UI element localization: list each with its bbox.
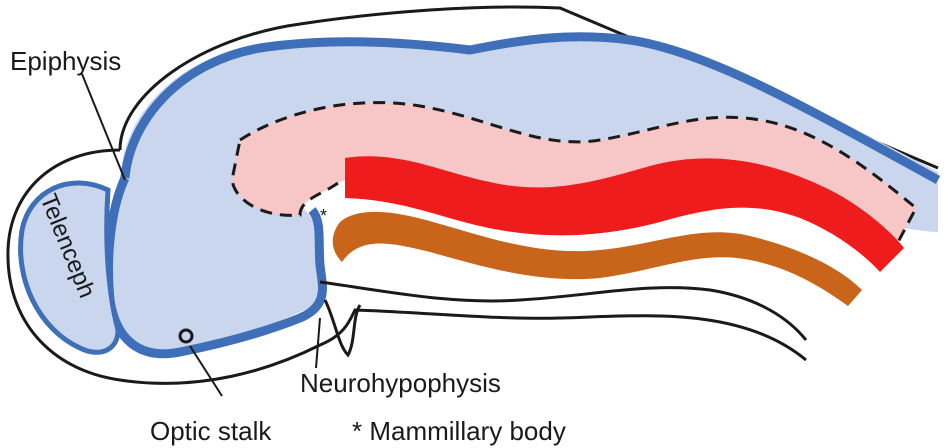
mammillary-asterisk: *: [320, 206, 327, 226]
label-optic-stalk: Optic stalk: [150, 416, 272, 446]
neurohypophysis-pocket: [325, 300, 360, 355]
label-epiphysis: Epiphysis: [10, 46, 121, 76]
label-neurohypophysis: Neurohypophysis: [300, 368, 501, 398]
neurohypophysis-leader: [316, 318, 320, 368]
label-mammillary-body: * Mammillary body: [352, 416, 566, 446]
optic-stalk-leader: [190, 346, 222, 396]
epiphysis-leader: [82, 74, 125, 180]
